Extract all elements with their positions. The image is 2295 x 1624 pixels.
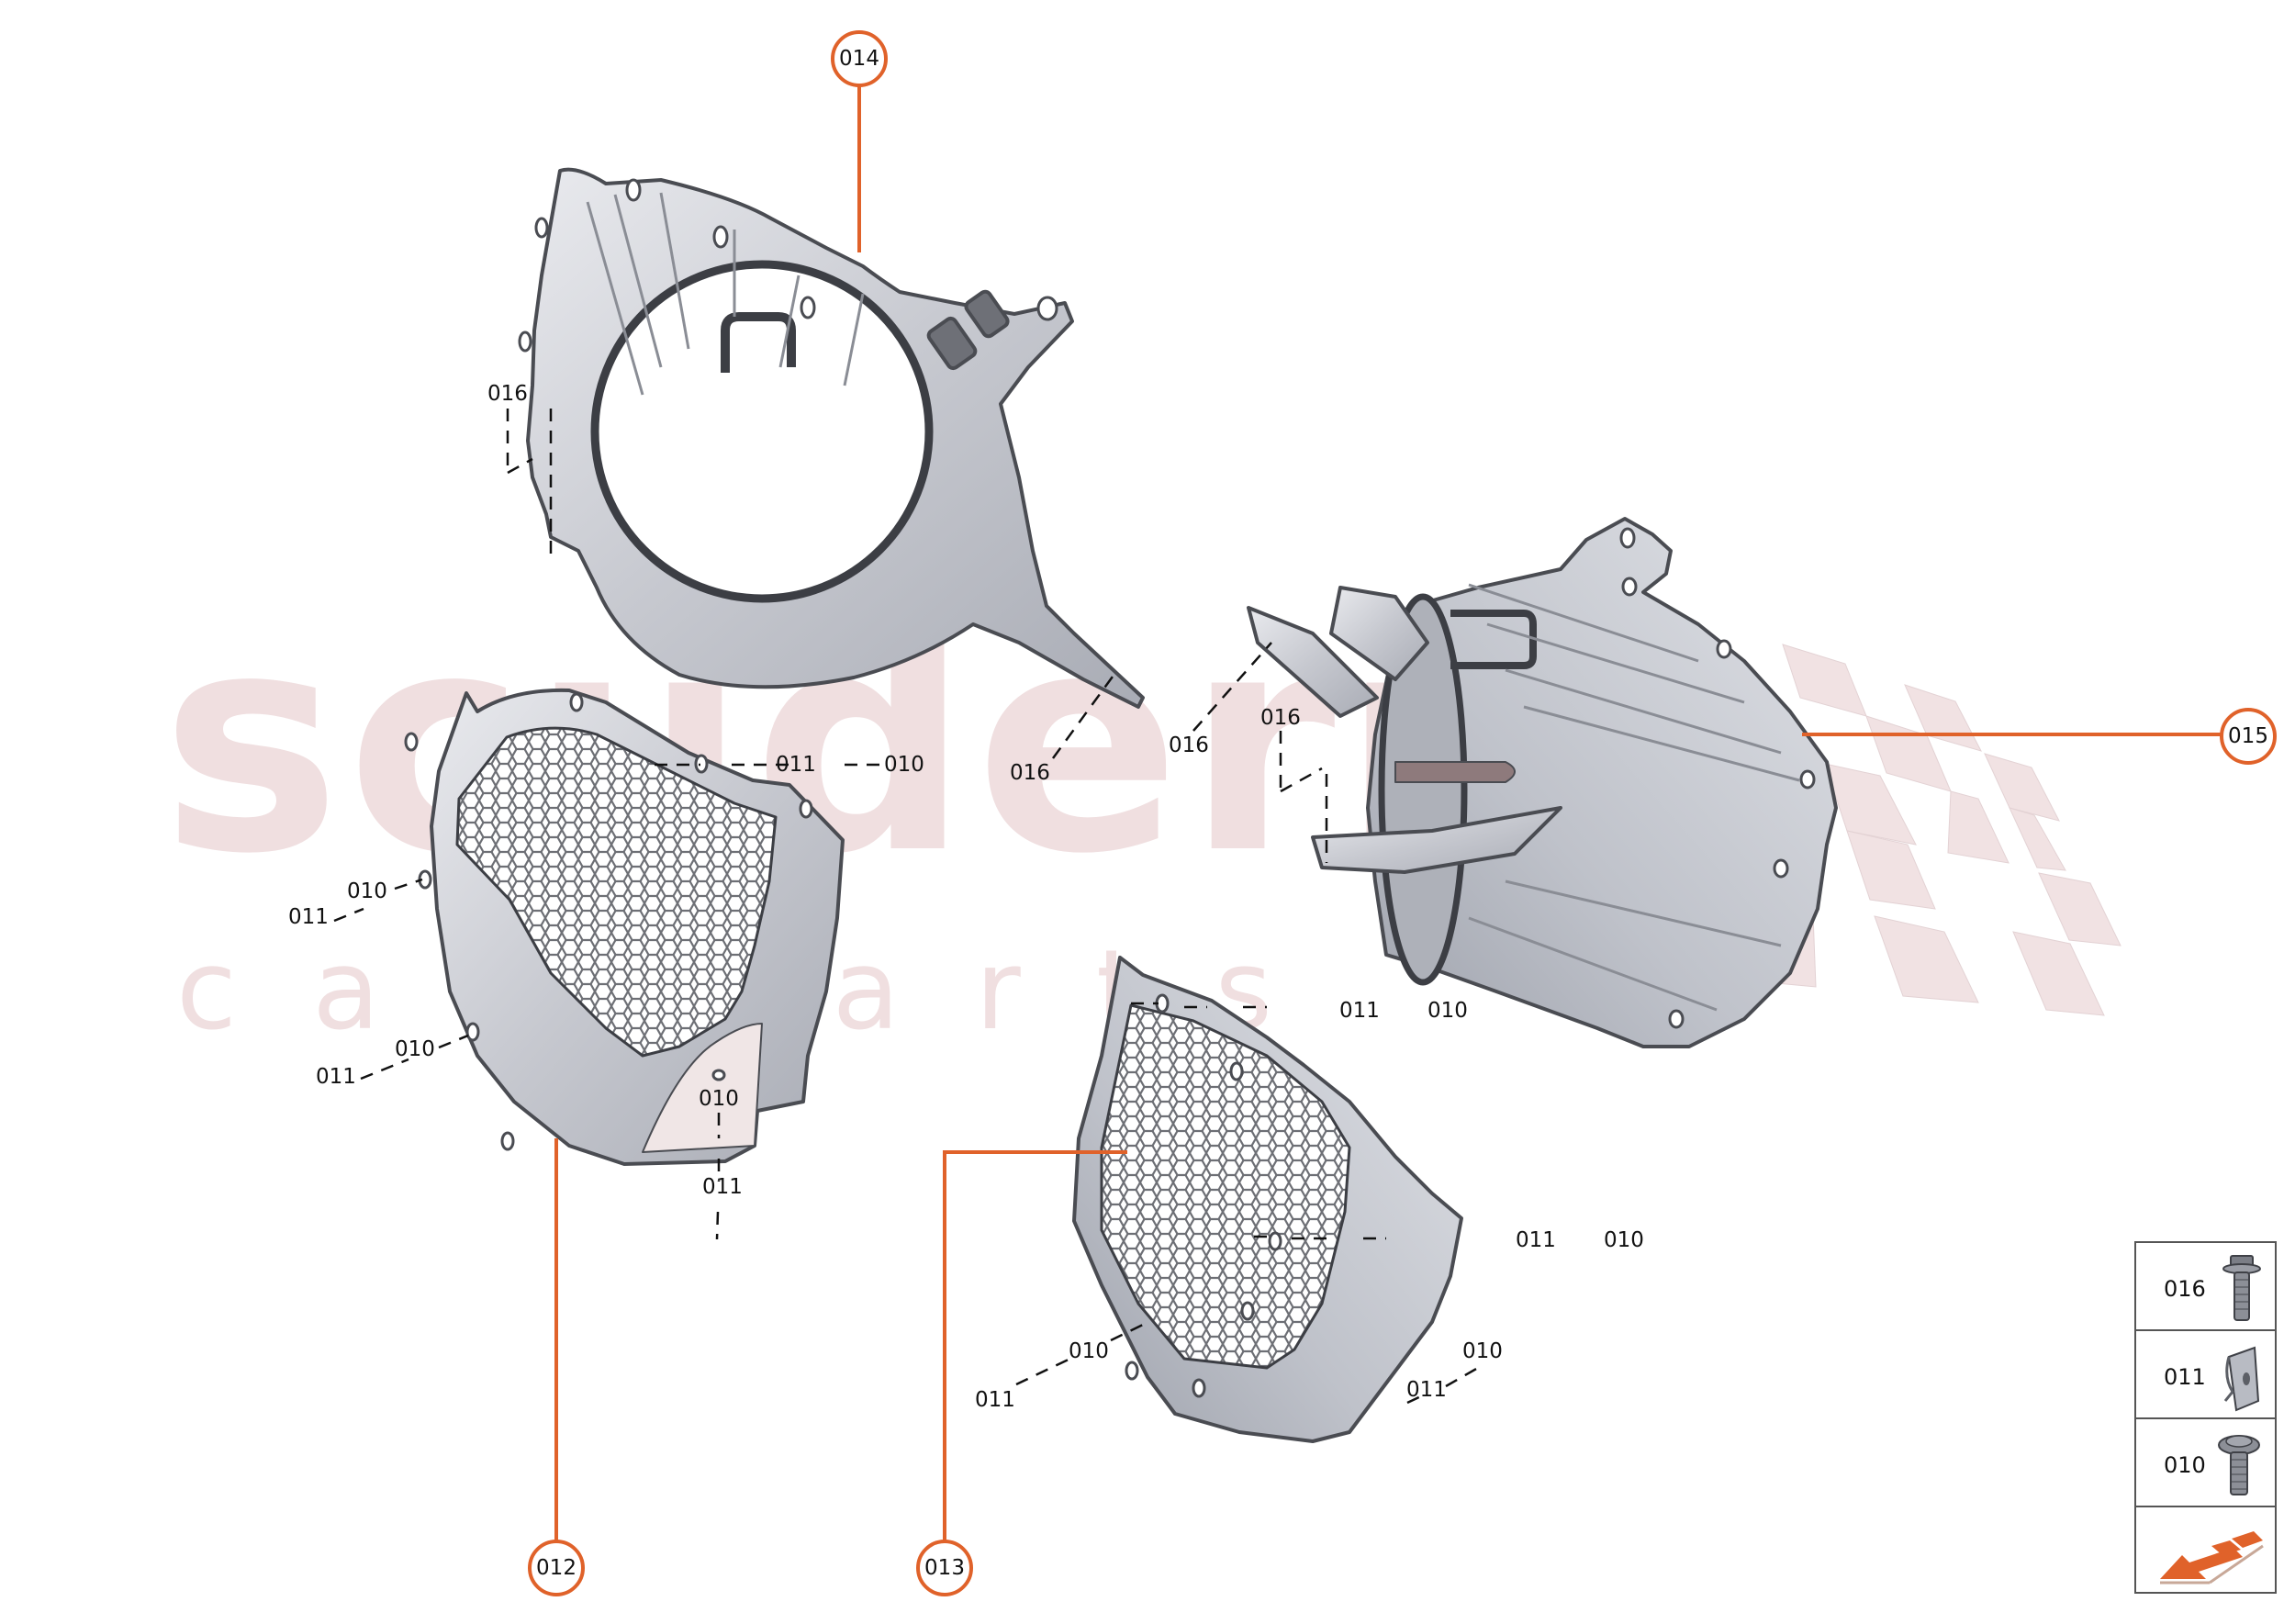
part-label-010[interactable]: 010 bbox=[1427, 999, 1468, 1023]
callout-015[interactable]: 015 bbox=[2220, 708, 2277, 765]
part-013-grille bbox=[1072, 956, 1463, 1443]
part-label-010[interactable]: 010 bbox=[884, 753, 924, 777]
fastener-leader-lines bbox=[333, 409, 1479, 1405]
front-direction-arrow-icon bbox=[2160, 1531, 2264, 1585]
button-head-screw-icon bbox=[2218, 1435, 2260, 1495]
part-label-010[interactable]: 010 bbox=[395, 1037, 435, 1061]
part-label-016[interactable]: 016 bbox=[487, 382, 528, 406]
part-label-011[interactable]: 011 bbox=[288, 905, 329, 929]
callout-012[interactable]: 012 bbox=[528, 1540, 585, 1596]
part-label-011[interactable]: 011 bbox=[776, 753, 816, 777]
part-label-016[interactable]: 016 bbox=[1010, 761, 1050, 785]
legend-row-direction[interactable] bbox=[2136, 1507, 2275, 1596]
spring-clip-nut-icon bbox=[2223, 1346, 2260, 1412]
part-label-011[interactable]: 011 bbox=[1406, 1378, 1447, 1402]
part-label-010[interactable]: 010 bbox=[1462, 1339, 1503, 1363]
part-label-010[interactable]: 010 bbox=[1069, 1339, 1109, 1363]
callout-014[interactable]: 014 bbox=[831, 30, 888, 87]
legend-code: 016 bbox=[2164, 1276, 2206, 1302]
part-label-011[interactable]: 011 bbox=[1516, 1228, 1556, 1252]
part-label-011[interactable]: 011 bbox=[702, 1175, 743, 1199]
hex-flange-bolt-icon bbox=[2222, 1255, 2261, 1321]
part-012-grille bbox=[404, 688, 845, 1166]
part-015-housing bbox=[1247, 517, 1838, 1048]
part-label-011[interactable]: 011 bbox=[1339, 999, 1380, 1023]
part-label-010[interactable]: 010 bbox=[347, 879, 387, 903]
part-label-016[interactable]: 016 bbox=[1169, 734, 1209, 757]
part-label-016[interactable]: 016 bbox=[1260, 706, 1301, 730]
part-label-010[interactable]: 010 bbox=[699, 1087, 739, 1111]
legend-code: 010 bbox=[2164, 1452, 2206, 1478]
part-label-011[interactable]: 011 bbox=[316, 1065, 356, 1089]
callout-leader-lines bbox=[554, 86, 2222, 1540]
legend-row-011[interactable]: 011 bbox=[2136, 1331, 2275, 1419]
part-label-011[interactable]: 011 bbox=[975, 1388, 1015, 1412]
callout-013[interactable]: 013 bbox=[916, 1540, 973, 1596]
legend-row-010[interactable]: 010 bbox=[2136, 1419, 2275, 1507]
legend-row-016[interactable]: 016 bbox=[2136, 1243, 2275, 1331]
part-014-housing bbox=[518, 167, 1145, 709]
part-label-010[interactable]: 010 bbox=[1604, 1228, 1644, 1252]
legend-code: 011 bbox=[2164, 1364, 2206, 1390]
fastener-legend: 016 011 010 bbox=[2134, 1241, 2277, 1594]
